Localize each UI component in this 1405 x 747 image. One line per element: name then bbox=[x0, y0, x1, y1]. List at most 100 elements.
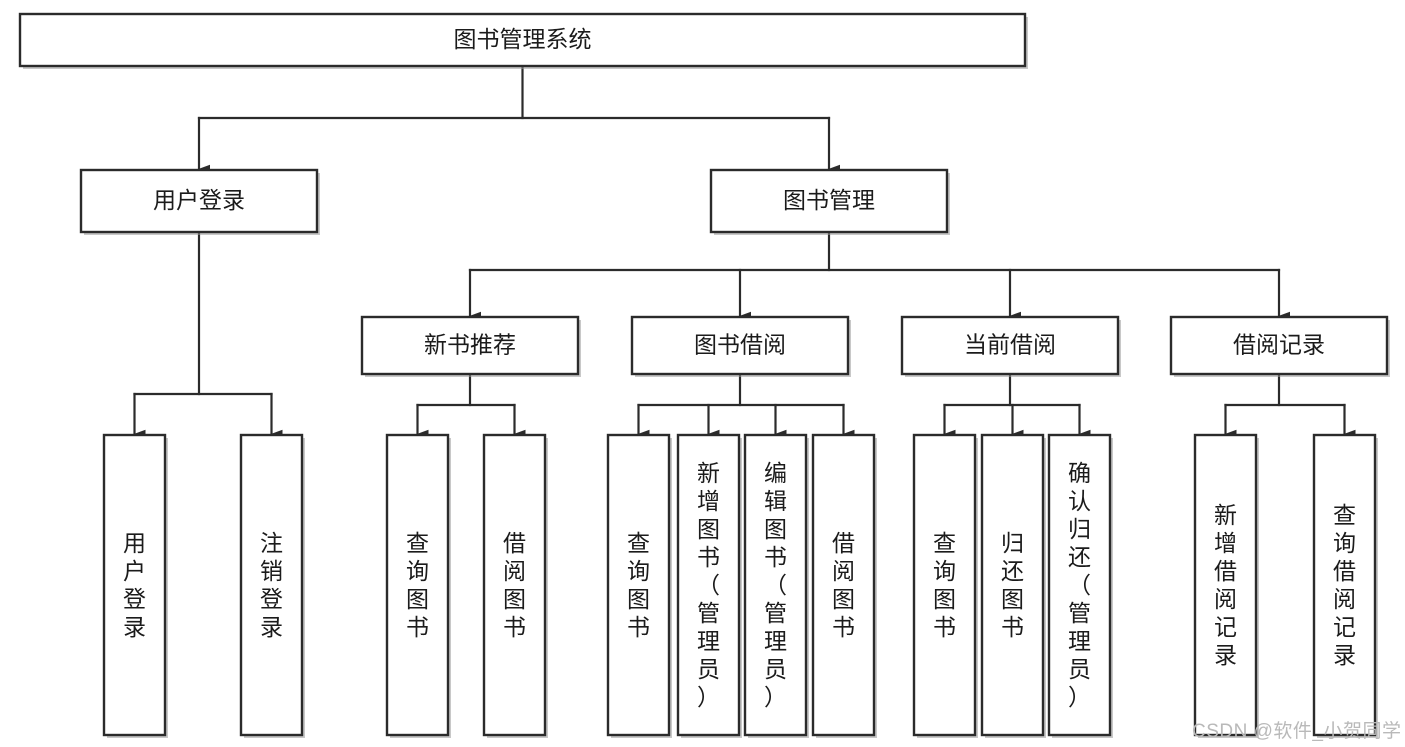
node-label-char: 销 bbox=[260, 558, 283, 584]
node-n-borrow-record[interactable]: 借阅记录 bbox=[1169, 315, 1390, 377]
node-label-char: 注 bbox=[260, 530, 283, 556]
node-n-current-borrow[interactable]: 当前借阅 bbox=[900, 315, 1121, 377]
node-label-char: 认 bbox=[1068, 488, 1091, 514]
node-label: 图书借阅 bbox=[694, 332, 786, 358]
node-label-char: 新 bbox=[697, 460, 720, 486]
node-n-book-borrow[interactable]: 图书借阅 bbox=[630, 315, 851, 377]
node-label-char: 理 bbox=[697, 628, 720, 654]
node-label-char: 记 bbox=[1214, 614, 1237, 640]
node-label-char: 阅 bbox=[1214, 586, 1237, 612]
node-label-char: 归 bbox=[1001, 530, 1024, 556]
node-box[interactable] bbox=[1312, 433, 1377, 737]
node-box[interactable] bbox=[1193, 433, 1258, 737]
node-label-char: 图 bbox=[1001, 586, 1024, 612]
node-label-char: 员 bbox=[764, 656, 787, 682]
node-label-char: 增 bbox=[697, 488, 720, 514]
node-label-char: 借 bbox=[832, 530, 855, 556]
node-label-char: ） bbox=[1068, 684, 1091, 710]
node-label-char: （ bbox=[1068, 572, 1091, 598]
node-label-char: 查 bbox=[406, 530, 429, 556]
node-label-char: 借 bbox=[1333, 558, 1356, 584]
node-root[interactable]: 图书管理系统 bbox=[18, 12, 1028, 69]
node-label-char: 书 bbox=[1001, 614, 1024, 640]
csdn-watermark: CSDN @软件_小贺同学 bbox=[1192, 721, 1402, 742]
node-label: 图书管理 bbox=[783, 187, 875, 213]
node-box[interactable] bbox=[743, 433, 808, 737]
node-box[interactable] bbox=[482, 433, 547, 737]
node-label-char: 查 bbox=[627, 530, 650, 556]
node-label-char: 增 bbox=[1214, 530, 1237, 556]
node-n-user-login[interactable]: 用户登录 bbox=[79, 168, 320, 235]
node-box[interactable] bbox=[385, 433, 450, 737]
node-label-char: 图 bbox=[503, 586, 526, 612]
node-label-char: 还 bbox=[1068, 544, 1091, 570]
node-label: 图书管理系统 bbox=[454, 26, 592, 52]
node-label-char: 户 bbox=[123, 558, 146, 584]
node-box[interactable] bbox=[1047, 433, 1112, 737]
node-box[interactable] bbox=[980, 433, 1045, 737]
node-label-char: 借 bbox=[503, 530, 526, 556]
node-label-char: 书 bbox=[697, 544, 720, 570]
node-label-char: 归 bbox=[1068, 516, 1091, 542]
node-box[interactable] bbox=[709, 168, 949, 234]
node-label-char: 员 bbox=[1068, 656, 1091, 682]
node-box[interactable] bbox=[79, 168, 319, 234]
node-box[interactable] bbox=[18, 12, 1027, 68]
node-label-char: 图 bbox=[832, 586, 855, 612]
node-box[interactable] bbox=[630, 315, 850, 376]
node-label-char: ） bbox=[764, 684, 787, 710]
node-label-char: 登 bbox=[123, 586, 146, 612]
node-label-char: 询 bbox=[406, 558, 429, 584]
node-box[interactable] bbox=[676, 433, 741, 737]
node-box[interactable] bbox=[811, 433, 876, 737]
node-label-char: 查 bbox=[933, 530, 956, 556]
node-n-new-book-rec[interactable]: 新书推荐 bbox=[360, 315, 581, 377]
node-label-char: 管 bbox=[697, 600, 720, 626]
node-label-char: （ bbox=[697, 572, 720, 598]
node-label-char: 理 bbox=[764, 628, 787, 654]
node-box[interactable] bbox=[1169, 315, 1389, 376]
node-label-char: 辑 bbox=[764, 488, 787, 514]
node-l-user-login[interactable]: 用户登录 bbox=[102, 433, 168, 738]
node-n-book-mgmt[interactable]: 图书管理 bbox=[709, 168, 950, 235]
node-label-char: 阅 bbox=[1333, 586, 1356, 612]
edge-layer bbox=[133, 64, 1356, 439]
node-label-char: 书 bbox=[503, 614, 526, 640]
node-layer: 图书管理系统用户登录图书管理新书推荐图书借阅当前借阅借阅记录用户登录注销登录查询… bbox=[18, 12, 1390, 738]
node-label-char: 书 bbox=[764, 544, 787, 570]
node-label-char: 录 bbox=[1333, 642, 1356, 668]
node-label-char: 记 bbox=[1333, 614, 1356, 640]
node-box[interactable] bbox=[900, 315, 1120, 376]
node-label-char: 录 bbox=[260, 614, 283, 640]
node-label-char: 管 bbox=[764, 600, 787, 626]
node-label-char: 录 bbox=[123, 614, 146, 640]
node-box[interactable] bbox=[606, 433, 671, 737]
node-label-char: 图 bbox=[933, 586, 956, 612]
node-label: 借阅记录 bbox=[1233, 332, 1325, 358]
node-box[interactable] bbox=[239, 433, 304, 737]
node-label-char: 录 bbox=[1214, 642, 1237, 668]
node-label-char: 书 bbox=[627, 614, 650, 640]
node-box[interactable] bbox=[912, 433, 977, 737]
node-label-char: 询 bbox=[933, 558, 956, 584]
node-label-char: 登 bbox=[260, 586, 283, 612]
node-label-char: 书 bbox=[832, 614, 855, 640]
node-label-char: 员 bbox=[697, 656, 720, 682]
node-label-char: ） bbox=[697, 684, 720, 710]
node-box[interactable] bbox=[102, 433, 167, 737]
node-box[interactable] bbox=[360, 315, 580, 376]
node-label-char: 用 bbox=[123, 530, 146, 556]
